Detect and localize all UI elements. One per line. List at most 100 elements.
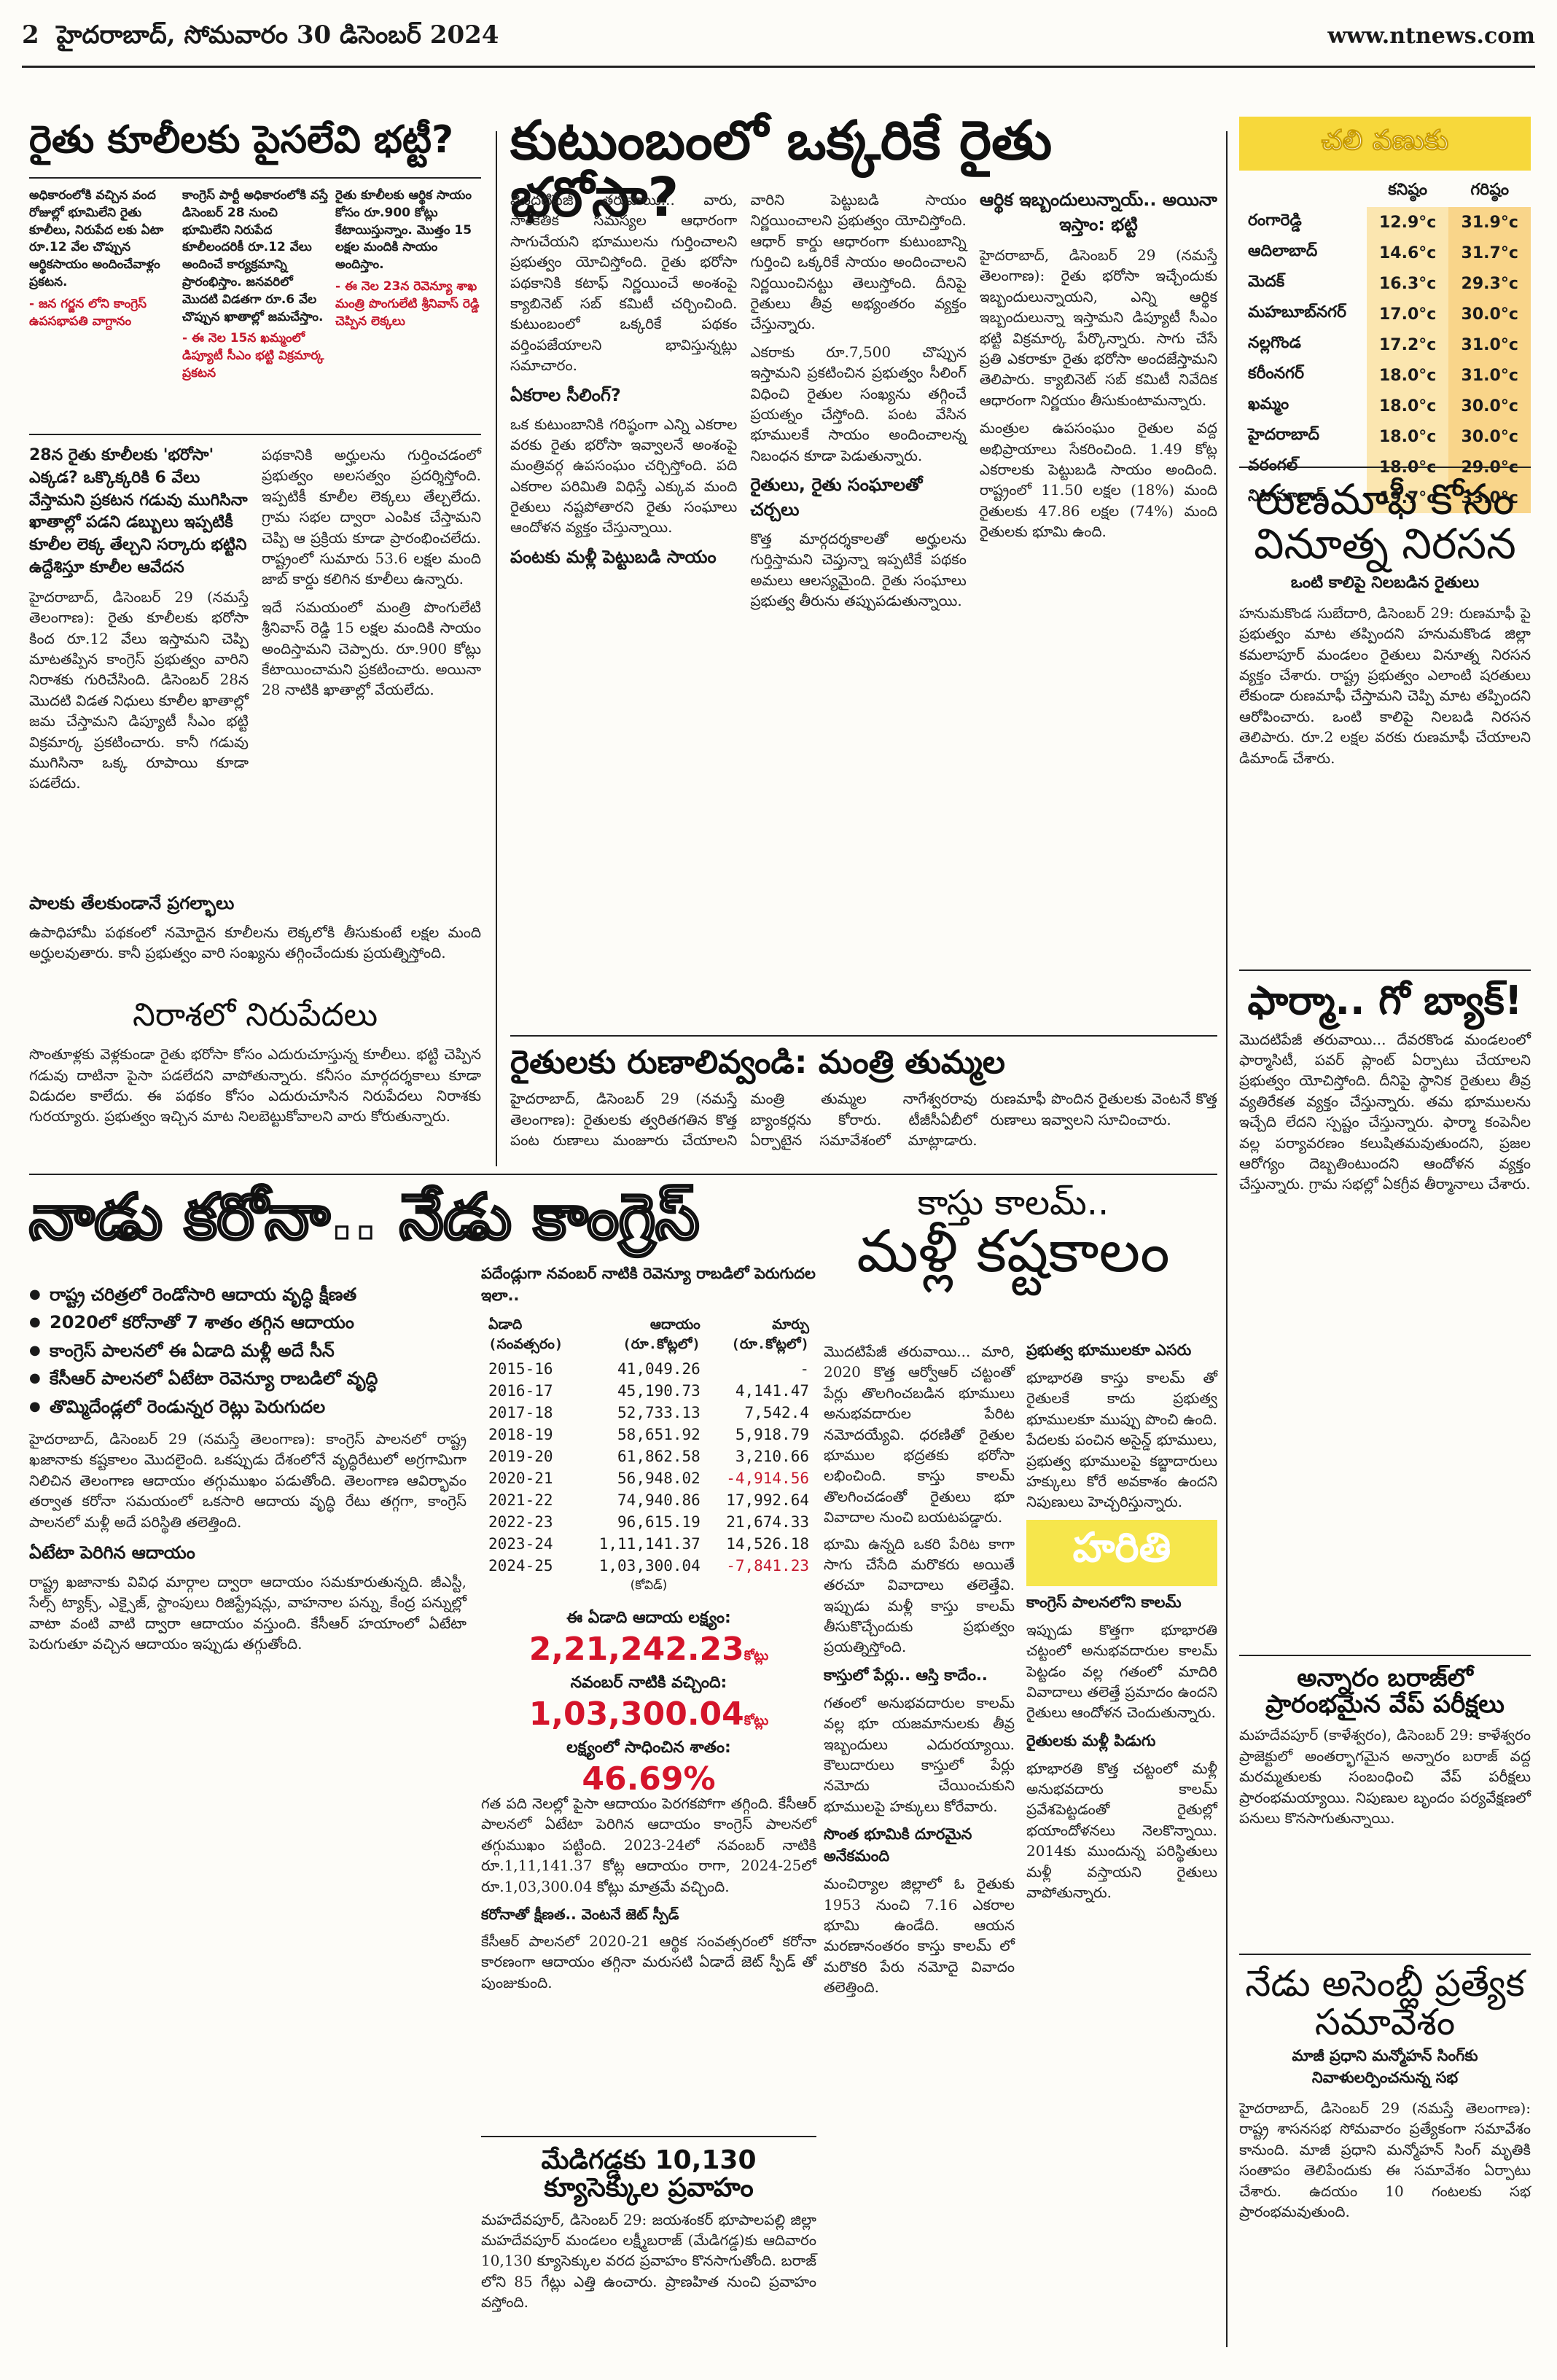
dateline-text: హైదరాబాద్, సోమవారం 30 డిసెంబర్ 2024 — [56, 20, 499, 50]
headline-niraasha[interactable]: నిరాశలో నిరుపేదలు — [132, 996, 378, 1034]
crores-label: కోట్లు — [744, 1713, 769, 1728]
subheading: రైతులు, రైతు సంఘాలతో చర్చలు — [750, 475, 923, 520]
body-para: మంచిర్యాల జిల్లాలో ఓ రైతుకు 1953 నుంచి 7… — [824, 1875, 1015, 1997]
table-cell: -4,914.56 — [726, 1470, 809, 1487]
district-name: నిజామాబాద్ — [1248, 487, 1327, 505]
divider — [29, 434, 481, 435]
district-name: కరీంనగర్ — [1248, 364, 1305, 383]
divider — [29, 177, 481, 179]
table-note: (కోవిడ్) — [630, 1578, 668, 1593]
headline-runamafi[interactable]: రుణమాఫీ కోసం వినూత్న నిరసన — [1254, 475, 1516, 569]
bhatti-subsection: పాలకు తేలకుండానే ప్రగల్భాలు ఉపాధిహామీ పథ… — [29, 893, 481, 964]
table-cell: 1,11,141.37 — [598, 1535, 701, 1553]
table-header-row: ఏడాది (సంవత్సరం) ఆదాయం (రూ.కోట్లలో) మార్… — [481, 1314, 816, 1358]
temperature-cell: 33.0°c — [1448, 483, 1531, 513]
body-para: ఎకరాకు రూ.7,500 చొప్పున ఇస్తామని ప్రకటిం… — [750, 343, 967, 464]
pct-value: 46.69% — [582, 1760, 716, 1798]
body-column: మొదటిపేజీ తరువాయి... వారు, సాంకేతిక సమస్… — [510, 190, 737, 612]
column-header — [1239, 176, 1367, 207]
subheading: పంటకు మళ్లీ పెట్టుబడి సాయం — [510, 546, 717, 567]
headline-assembly[interactable]: నేడు అసెంబ్లీ ప్రత్యేక సమావేశం — [1245, 1962, 1525, 2043]
headline-rinaalu[interactable]: రైతులకు రుణాలివ్వండి: మంత్రి తుమ్మల — [510, 1044, 1005, 1081]
quote-text: కాంగ్రెస్ పార్టీ అధికారంలోకి వస్తే డిసెం… — [182, 188, 328, 324]
headline-medigadda[interactable]: మేడిగడ్డకు 10,130 క్యూసెక్కుల ప్రవాహం — [541, 2145, 757, 2203]
subheading: కరోనాతో క్షీణత.. వెంటనే జెట్ స్పీడ్ — [481, 1905, 679, 1923]
quote-text: అధికారంలోకి వచ్చిన వంద రోజుల్లో భూమిలేని… — [29, 188, 164, 289]
column-header: ఏడాది (సంవత్సరం) — [488, 1316, 563, 1352]
headline-bharosa[interactable]: కుటుంబంలో ఒక్కరికే రైతు భరోసా? — [510, 109, 1053, 229]
headline-pharma[interactable]: ఫార్మా.. గో బ్యాక్! — [1247, 978, 1523, 1023]
quote-source: - ఈ నెల 23న రెవెన్యూ శాఖ మంత్రి పొంగులేట… — [335, 278, 480, 329]
temperature-cell: 12.9°c — [1366, 207, 1449, 238]
quote-box: అధికారంలోకి వచ్చిన వంద రోజుల్లో భూమిలేని… — [29, 187, 175, 428]
body-para: వారిని పెట్టుబడి సాయం నిర్ణయించాలని ప్రభ… — [750, 191, 967, 333]
story-annaram: అన్నారం బరాజ్‌లో ప్రారంభమైన వేప్ పరీక్షల… — [1239, 1663, 1531, 1828]
haritha-logo: హరితి — [1026, 1519, 1217, 1586]
divider — [1239, 969, 1531, 971]
story-bharosa: కుటుంబంలో ఒక్కరికే రైతు భరోసా? మొదటిపేజీ… — [510, 109, 1217, 609]
body-column: ప్రభుత్వ భూములకూ ఎసరు భూభారతి కాస్తు కాల… — [1026, 1341, 1217, 1998]
table-cell: 21,674.33 — [726, 1513, 809, 1531]
body-column: మొదటిపేజీ తరువాయి... మారి, 2020 కొత్త ఆర… — [824, 1341, 1015, 1998]
body-para: ఉపాధిహామీ పథకంలో నమోదైన కూలీలను లెక్కలోక… — [29, 924, 481, 962]
body-para: గత పది నెలల్లో పైసా ఆదాయం పెరగకపోగా తగ్గ… — [481, 1795, 816, 1895]
story-kaasthu: కాస్తు కాలమ్.. మళ్లీ కష్టకాలం — [809, 1185, 1217, 1282]
divider — [1239, 467, 1531, 468]
table-cell: 2023-24 — [488, 1535, 553, 1553]
revenue-section: పదేండ్లుగా నవంబర్ నాటికి రెవెన్యూ రాబడిల… — [481, 1265, 816, 1798]
table-cell: 2019-20 — [488, 1448, 553, 1465]
subheading: ప్రభుత్వ భూములకూ ఎసరు — [1026, 1341, 1192, 1359]
body-para: భూభారతి కాస్తు కాలమ్ తో రైతులకే కాదు ప్ర… — [1026, 1369, 1217, 1511]
subheading: పాలకు తేలకుండానే ప్రగల్భాలు — [29, 893, 235, 913]
divider — [1239, 1655, 1531, 1656]
temperature-cell: 18.0°c — [1366, 421, 1449, 452]
body-para: ఒక కుటుంబానికి గరిష్ఠంగా ఎన్ని ఎకరాల వరక… — [510, 415, 738, 537]
weather-box: చలి వణుకు కనిష్ఠం గరిష్ఠం రంగారెడ్డి12.9… — [1239, 117, 1531, 513]
temperature-cell: 30.0°c — [1448, 299, 1531, 329]
table-cell: 3,210.66 — [735, 1448, 809, 1465]
story-bhatti: రైతు కూలీలకు పైసలేవి భట్టీ? అధికారంలోకి … — [29, 118, 481, 961]
body-para: మొదటిపేజీ తరువాయి... దేవరకొండ మండలంలో ఫా… — [1239, 1030, 1531, 1193]
body-para: కొత్త మార్గదర్శకాలతో అర్హులను గుర్తిస్తా… — [750, 530, 967, 610]
story-medigadda: మేడిగడ్డకు 10,130 క్యూసెక్కుల ప్రవాహం మహ… — [481, 2147, 816, 2313]
story-pharma: ఫార్మా.. గో బ్యాక్! మొదటిపేజీ తరువాయి...… — [1239, 980, 1531, 1195]
headline-kaasthu[interactable]: మళ్లీ కష్టకాలం — [856, 1217, 1170, 1286]
temperature-cell: 16.3°c — [1366, 268, 1449, 299]
body-para: మొదటిపేజీ తరువాయి... వారు, సాంకేతిక సమస్… — [510, 191, 738, 375]
story-assembly: నేడు అసెంబ్లీ ప్రత్యేక సమావేశం మాజీ ప్రధ… — [1239, 1965, 1531, 2222]
temperature-cell: 30.0°c — [1448, 421, 1531, 452]
bullet-item: కేసీఆర్ పాలనలో ఏటేటా రెవెన్యూ రాబడిలో వృ… — [29, 1367, 467, 1390]
table-cell: 2022-23 — [488, 1513, 553, 1531]
deck: ఒంటి కాలిపై నిలబడిన రైతులు — [1290, 573, 1480, 592]
body-para: భూమి ఉన్నది ఒకరి పేరిట కాగా సాగు చేసేది … — [824, 1534, 1015, 1656]
headline-bhatti[interactable]: రైతు కూలీలకు పైసలేవి భట్టీ? — [29, 118, 454, 162]
pct-label: లక్ష్యంలో సాధించిన శాతం: — [566, 1739, 731, 1757]
table-cell: 2020-21 — [488, 1470, 553, 1487]
story-runamafi: రుణమాఫీ కోసం వినూత్న నిరసన ఒంటి కాలిపై న… — [1239, 477, 1531, 768]
website-url[interactable]: www.ntnews.com — [1327, 23, 1535, 49]
column-header: ఆదాయం (రూ.కోట్లలో) — [623, 1316, 701, 1352]
table-cell: 61,862.58 — [617, 1448, 701, 1465]
bharosa-body-columns: మొదటిపేజీ తరువాయి... వారు, సాంకేతిక సమస్… — [510, 190, 1217, 612]
body-para: పథకానికి అర్హులను గుర్తించడంలో ప్రభుత్వం… — [262, 446, 481, 588]
revenue-table: ఏడాది (సంవత్సరం) ఆదాయం (రూ.కోట్లలో) మార్… — [481, 1314, 816, 1577]
target-value: 2,21,242.23 — [528, 1631, 744, 1668]
table-cell: 2024-25 — [488, 1557, 553, 1575]
table-cell: 7,542.4 — [744, 1404, 809, 1421]
headline-korona[interactable]: నాడు కరోనా.. నేడు కాంగ్రెస్ — [28, 1181, 701, 1254]
table-cell: 45,190.73 — [617, 1382, 701, 1400]
target-box: ఈ ఏడాది ఆదాయ లక్ష్యం: 2,21,242.23కోట్లు … — [481, 1609, 816, 1798]
body-column: పథకానికి అర్హులను గుర్తించడంలో ప్రభుత్వం… — [262, 445, 481, 794]
temperature-cell: 31.0°c — [1448, 360, 1531, 391]
headline-annaram[interactable]: అన్నారం బరాజ్‌లో ప్రారంభమైన వేప్ పరీక్షల… — [1265, 1663, 1505, 1719]
temperature-cell: 17.0°c — [1366, 299, 1449, 329]
quote-boxes: అధికారంలోకి వచ్చిన వంద రోజుల్లో భూమిలేని… — [29, 187, 481, 428]
